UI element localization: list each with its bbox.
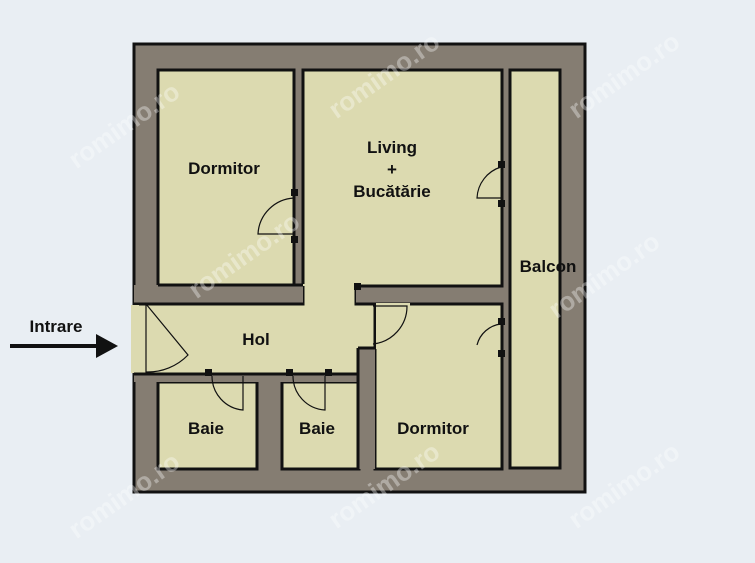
arrow-right-icon	[10, 334, 118, 358]
room-living	[301, 68, 504, 288]
room-balcon	[508, 68, 562, 470]
room-label-living: Living + Bucătărie	[353, 138, 431, 201]
room-label-baie-1: Baie	[188, 419, 224, 438]
room-label-balcon: Balcon	[519, 257, 577, 276]
room-baie-1	[156, 380, 259, 471]
entrance-label: Intrare	[29, 317, 83, 336]
room-label-baie-2: Baie	[299, 419, 335, 438]
room-baie-2	[280, 380, 361, 471]
room-dormitor-1	[156, 68, 296, 287]
door-pins	[205, 161, 505, 376]
room-label-dormitor-2: Dormitor	[397, 419, 469, 438]
room-label-dormitor-1: Dormitor	[188, 159, 260, 178]
room-label-hol: Hol	[242, 330, 270, 349]
door-swings	[145, 166, 502, 411]
